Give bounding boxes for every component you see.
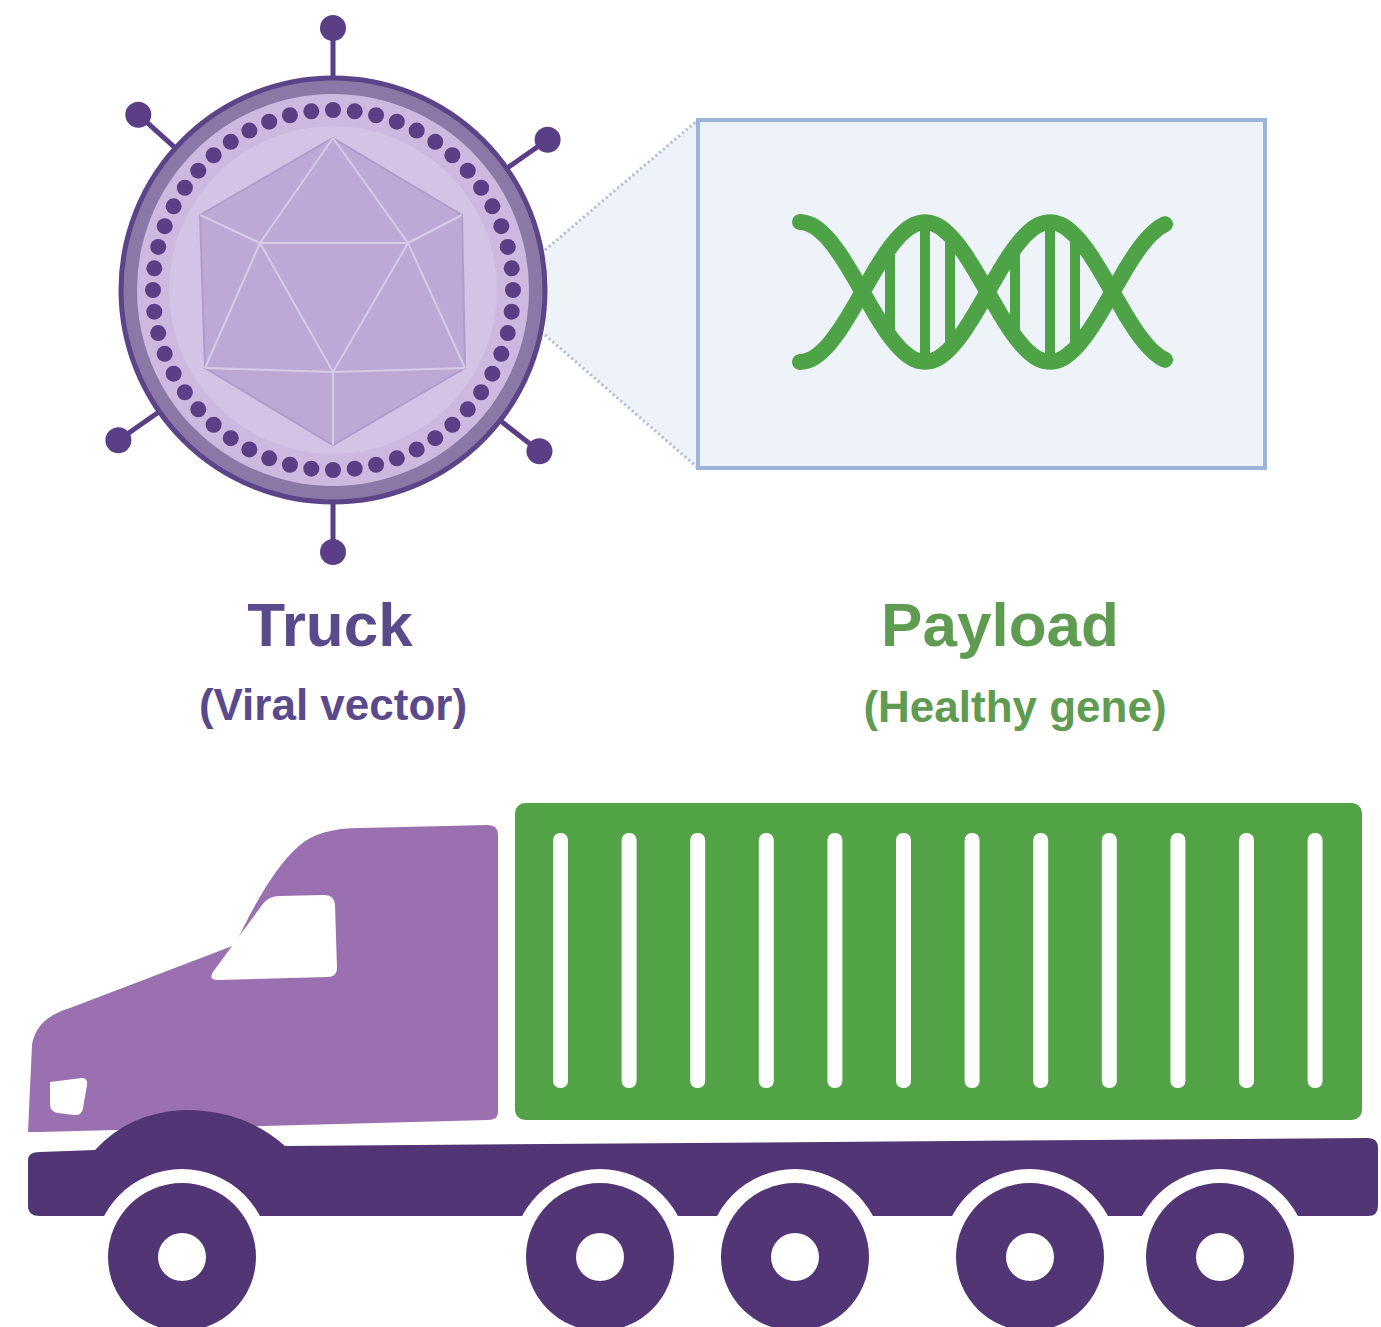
zoom-wedge xyxy=(545,120,698,468)
payload-title: Payload xyxy=(881,591,1119,659)
zoom-line xyxy=(545,335,698,468)
headlight xyxy=(50,1078,87,1115)
truck xyxy=(28,803,1378,1327)
cab-window xyxy=(211,895,337,980)
dna-helix xyxy=(800,222,1165,362)
payload-box xyxy=(698,120,1265,468)
viral-vector xyxy=(105,15,560,565)
payload-subtitle: (Healthy gene) xyxy=(863,683,1166,731)
vector-title: Truck xyxy=(247,591,412,659)
zoom-line xyxy=(545,120,698,250)
container xyxy=(515,803,1362,1120)
cab xyxy=(28,825,498,1132)
vector-subtitle: (Viral vector) xyxy=(199,681,467,729)
